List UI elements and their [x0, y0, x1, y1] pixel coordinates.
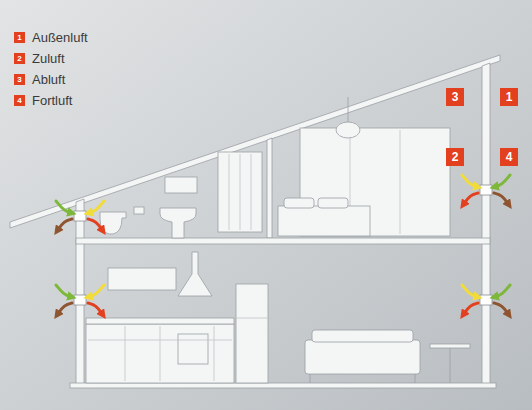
radiator — [218, 152, 262, 232]
bed — [278, 206, 370, 236]
legend-swatch: 3 — [14, 74, 25, 85]
wall-cabinet — [108, 268, 176, 290]
air-arrow — [88, 201, 104, 213]
air-arrow — [56, 201, 72, 213]
callout-number: 4 — [500, 148, 518, 166]
air-arrow — [56, 285, 72, 297]
floor-slab — [76, 238, 490, 244]
air-arrow — [463, 193, 478, 205]
lamp-cord — [348, 97, 349, 122]
ground-slab — [70, 383, 496, 388]
legend: 1 Außenluft 2 Zuluft 3 Abluft 4 Fortluft — [14, 27, 88, 111]
legend-swatch: 1 — [14, 32, 25, 43]
legend-row: 2 Zuluft — [14, 48, 88, 69]
legend-number: 1 — [14, 32, 25, 43]
toilet-flush — [134, 207, 144, 214]
legend-number: 3 — [14, 74, 25, 85]
legend-number: 2 — [14, 53, 25, 64]
ventilation-unit — [74, 211, 86, 221]
air-arrow — [463, 303, 478, 315]
legend-row: 1 Außenluft — [14, 27, 88, 48]
legend-text: Außenluft — [32, 30, 88, 45]
ventilation-unit — [74, 295, 86, 305]
air-arrow — [494, 285, 510, 297]
side-table — [430, 344, 470, 348]
right-wall — [482, 63, 490, 387]
air-arrow — [494, 175, 510, 187]
callout-number: 1 — [500, 88, 518, 106]
air-arrow — [88, 219, 103, 231]
callout-number: 3 — [446, 88, 464, 106]
inner-wall — [267, 138, 272, 238]
air-arrow — [57, 303, 72, 315]
kitchen-cabinets — [86, 324, 234, 383]
air-arrow — [88, 303, 103, 315]
mirror — [165, 177, 197, 193]
air-arrow — [462, 285, 478, 297]
legend-number: 4 — [14, 95, 25, 106]
callout-number: 2 — [446, 148, 464, 166]
legend-row: 4 Fortluft — [14, 90, 88, 111]
sofa-back — [312, 330, 413, 342]
legend-text: Zuluft — [32, 51, 65, 66]
sink — [160, 208, 196, 238]
cooker-hood — [178, 252, 212, 296]
oven — [178, 334, 208, 364]
left-wall — [76, 199, 84, 387]
lamp — [336, 122, 360, 138]
legend-swatch: 2 — [14, 53, 25, 64]
legend-text: Fortluft — [32, 93, 72, 108]
air-arrow — [88, 285, 104, 297]
legend-swatch: 4 — [14, 95, 25, 106]
ventilation-unit — [480, 295, 492, 305]
air-arrow — [462, 175, 478, 187]
legend-text: Abluft — [32, 72, 65, 87]
ventilation-unit — [480, 185, 492, 195]
table-leg — [450, 348, 451, 383]
legend-row: 3 Abluft — [14, 69, 88, 90]
fridge — [236, 284, 268, 383]
pillow — [318, 198, 348, 208]
pillow — [284, 198, 314, 208]
air-arrow — [494, 303, 509, 315]
air-arrow — [494, 193, 509, 205]
air-arrow — [57, 219, 72, 231]
sofa — [305, 340, 420, 374]
worktop — [86, 318, 234, 324]
